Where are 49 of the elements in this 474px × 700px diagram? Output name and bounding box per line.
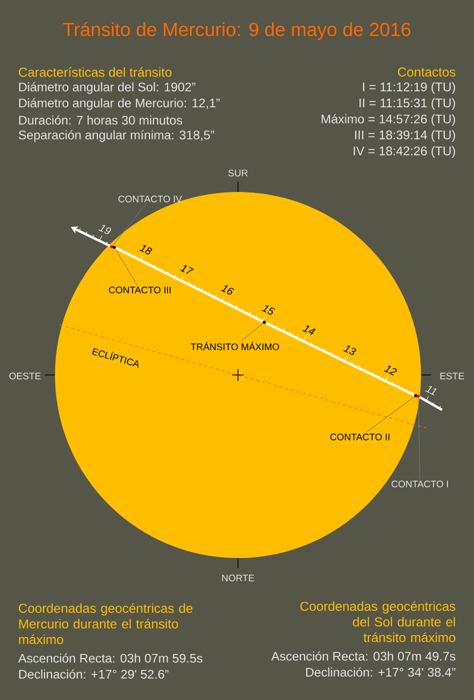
hour-label: 14 (302, 326, 316, 335)
text-line: Máximo = 14:57:26 (TU) (322, 114, 455, 126)
contact-point (112, 246, 116, 249)
section-heading: Características del tránsito (18, 67, 172, 77)
hour-label: 11 (425, 386, 437, 396)
text-line: Separación angular mínima: 318,5” (18, 130, 214, 142)
hour-label: 18 (139, 245, 152, 254)
contact-point (110, 245, 114, 248)
text-line: III = 18:39:14 (TU) (355, 130, 456, 142)
text-line: Declinación: +17° 29' 52.6” (19, 669, 168, 679)
path-segment (265, 322, 415, 396)
path-segment (419, 396, 443, 411)
hour-label: 17 (180, 265, 194, 274)
contact-label: CONTACTO III (109, 286, 171, 294)
hour-label: 13 (343, 346, 356, 355)
text-line: IV = 18:42:26 (TU) (354, 146, 456, 158)
text-line: Ascención Recta: 03h 07m 49.7s (271, 651, 456, 661)
contact-label: CONTACTO II (330, 434, 390, 440)
contact-point (262, 320, 266, 324)
text-line: Duración: 7 horas 30 minutos (19, 115, 182, 125)
contact-point (416, 394, 420, 398)
leader-line (241, 323, 264, 341)
contact-label: CONTACTO IV (118, 196, 182, 202)
hour-label: 19 (98, 225, 112, 234)
leader-line (366, 396, 414, 433)
hour-label: 12 (384, 366, 397, 376)
contact-label: TRÁNSITO MÁXIMO (190, 342, 280, 350)
text-line: Ascención Recta: 03h 07m 59.5s (18, 653, 202, 663)
compass-label: SUR (228, 170, 248, 176)
section-heading: Contactos (398, 67, 456, 77)
path-segment (115, 247, 264, 323)
leader-line (112, 203, 147, 246)
compass-label: NORTE (222, 574, 254, 582)
text-line: Declinación: +17° 34' 38.4” (306, 667, 456, 677)
section-heading: Coordenadas geocéntricas de Mercurio durante el tránsito máximo (18, 603, 192, 644)
contact-label: CONTACTO I (392, 480, 448, 488)
section-heading: Coordenadas geocéntricas del Sol durante el tránsito máximo (300, 601, 456, 642)
text-line: Diámetro angular del Sol: 1902” (19, 82, 196, 94)
text-line: I = 11:12:19 (TU) (363, 82, 456, 94)
hour-label: 16 (220, 285, 234, 294)
hour-label: 15 (262, 306, 276, 315)
text-line: II = 11:15:31 (TU) (360, 98, 456, 110)
text-line: Diámetro angular de Mercurio: 12,1” (19, 98, 220, 110)
compass-label: ESTE (440, 372, 464, 380)
leader-line (114, 248, 138, 286)
leader-line (418, 398, 420, 480)
compass-label: OESTE (9, 372, 41, 380)
contact-point (414, 394, 418, 398)
title: Tránsito de Mercurio: 9 de mayo de 2016 (63, 22, 410, 40)
